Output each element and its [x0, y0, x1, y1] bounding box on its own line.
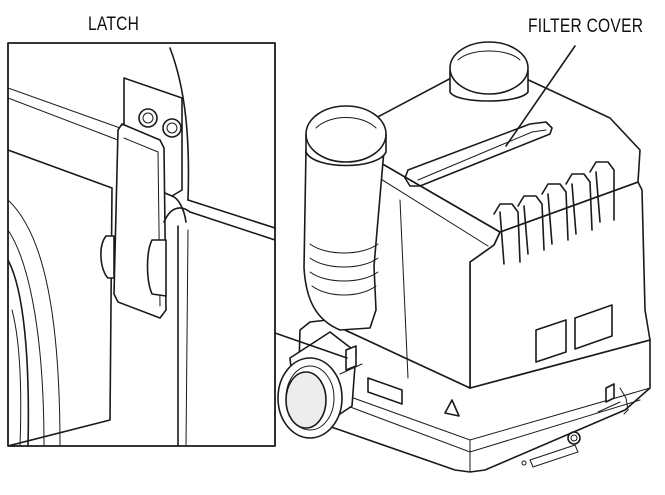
- filter-cover: [404, 121, 553, 187]
- side-column: [303, 105, 387, 331]
- latch-leader-line: [274, 332, 348, 359]
- body-top-face: [361, 67, 641, 233]
- latch-inset: [7, 42, 276, 447]
- unit-latch: [345, 345, 357, 371]
- knob: [277, 331, 357, 439]
- main-unit: [277, 41, 651, 473]
- filter-cover-label: FILTER COVER: [528, 16, 644, 37]
- top-cap: [449, 41, 529, 102]
- latch-label: LATCH: [88, 14, 140, 35]
- vents: [493, 161, 615, 265]
- filter-cover-leader-line: [505, 45, 576, 147]
